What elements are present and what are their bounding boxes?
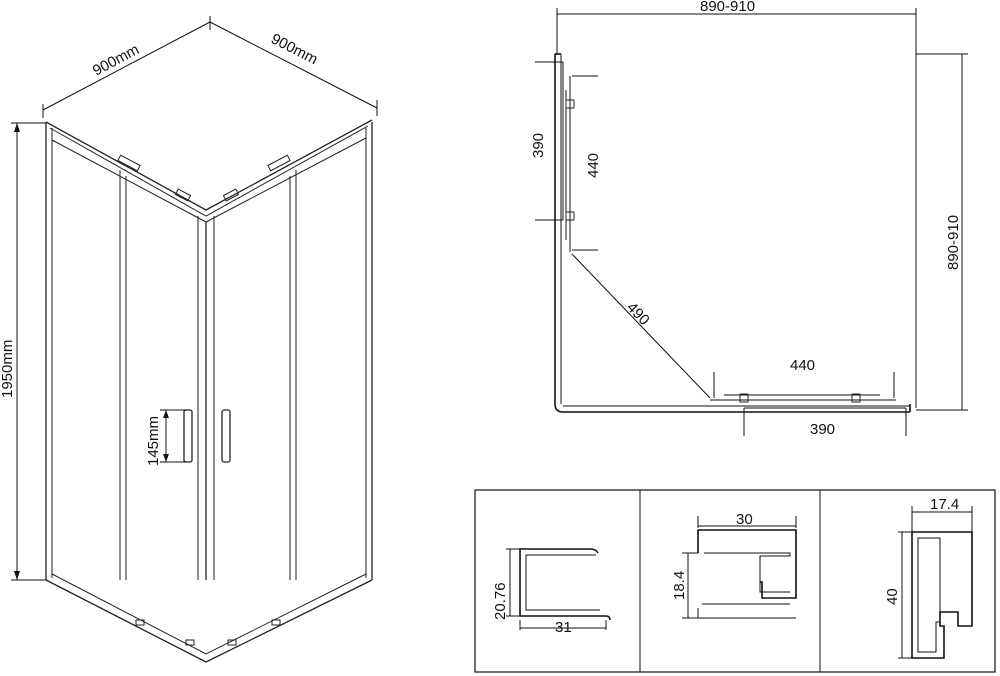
handle-left (183, 409, 193, 463)
bottom-rail (45, 573, 373, 663)
left-side-panels (45, 122, 207, 662)
top-overall-dimension: 890-910 (556, 0, 917, 408)
diagonal-dimension: 490 (571, 253, 711, 399)
handle-height-dimension: 145mm (145, 409, 186, 466)
left-door-label: 440 (585, 153, 602, 178)
bottom-door: 440 (710, 357, 896, 403)
profile-3: 17.4 40 (884, 496, 973, 659)
bottom-panel-label: 390 (810, 421, 835, 438)
isometric-view: 900mm 900mm 1950mm (0, 16, 378, 663)
width-left-dimension: 900mm (42, 16, 211, 118)
profile-1-width-label: 31 (555, 619, 572, 636)
profile-2-height-label: 18.4 (671, 571, 688, 600)
width-right-dimension: 900mm (209, 21, 378, 116)
profile-2: 30 18.4 (671, 511, 797, 619)
bottom-panel: 390 (743, 407, 907, 438)
bottom-door-label: 440 (790, 357, 815, 374)
left-panel: 390 (530, 61, 564, 221)
handle-height-label: 145mm (145, 416, 162, 466)
profile-1-height-label: 20.76 (492, 582, 509, 620)
left-panel-label: 390 (530, 133, 547, 158)
left-door: 440 (565, 75, 602, 252)
right-overall-label: 890-910 (945, 215, 962, 270)
diagonal-label: 490 (623, 299, 653, 329)
right-overall-dimension: 890-910 (916, 53, 968, 411)
top-overall-label: 890-910 (700, 0, 755, 15)
height-dimension: 1950mm (0, 122, 46, 581)
profile-3-width-label: 17.4 (930, 496, 959, 513)
right-side-panels (213, 122, 373, 650)
profile-3-height-label: 40 (884, 588, 901, 605)
top-rail (45, 119, 373, 223)
profile-2-width-label: 30 (736, 511, 753, 528)
profile-1: 20.76 31 (492, 548, 611, 636)
handle-right (221, 409, 231, 463)
height-label: 1950mm (0, 340, 16, 398)
profiles-table: 20.76 31 30 18.4 1 (474, 489, 996, 673)
width-right-label: 900mm (268, 30, 320, 68)
width-left-label: 900mm (90, 41, 142, 79)
plan-frame (554, 53, 911, 413)
plan-view: 890-910 890-910 390 (530, 0, 968, 438)
